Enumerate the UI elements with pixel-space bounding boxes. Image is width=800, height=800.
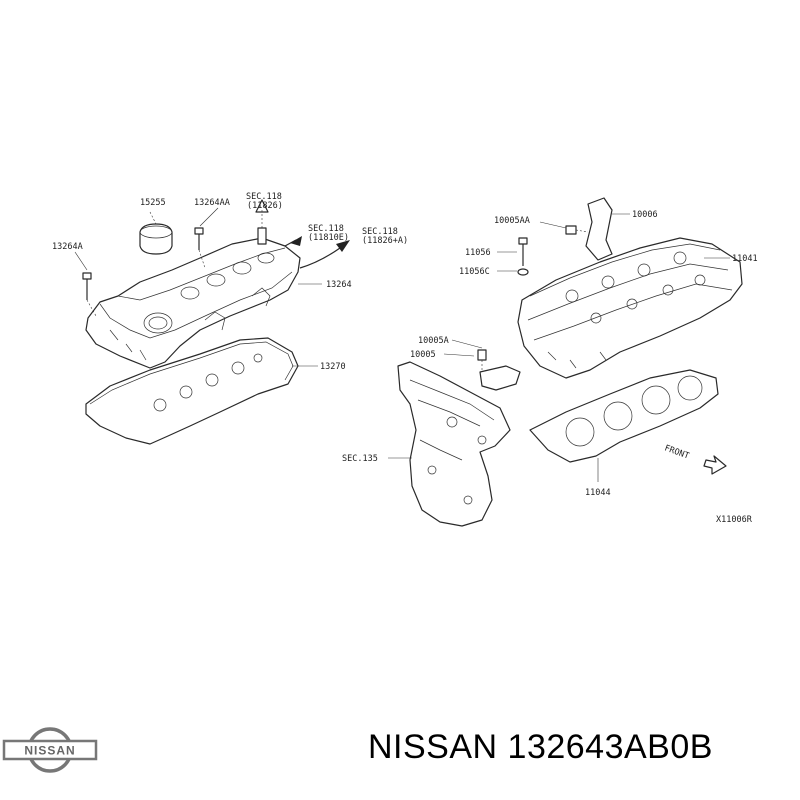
pcv-fitting [255, 199, 269, 245]
front-arrow [703, 455, 727, 475]
callout-10005AA: 10005AA [494, 216, 530, 226]
callout-13264AA: 13264AA [194, 198, 230, 208]
diagram-reference-code: X11006R [716, 515, 753, 525]
callout-sec118-a-line1: SEC.118 [246, 192, 282, 202]
valve-cover [85, 237, 301, 369]
callout-sec135: SEC.135 [342, 454, 378, 464]
callout-13270: 13270 [320, 362, 346, 372]
bolt-13264A [82, 272, 97, 317]
callout-11044: 11044 [585, 488, 611, 498]
logo-text: NISSAN [24, 744, 75, 758]
callout-13264: 13264 [326, 280, 352, 290]
oil-filler-cap [139, 211, 173, 255]
hose-arrows [284, 236, 350, 269]
bolt-13264AA [194, 227, 206, 269]
callout-sec118-b-line1: SEC.118 [308, 224, 344, 234]
callout-11056C: 11056C [459, 267, 490, 277]
timing-case [397, 361, 511, 527]
callout-11056: 11056 [465, 248, 491, 258]
callout-10005: 10005 [410, 350, 436, 360]
rocker-bracket-10006 [565, 197, 613, 261]
callout-sec118-c-line1: SEC.118 [362, 227, 398, 237]
rocker-cover-gasket [85, 337, 299, 445]
callout-13264A: 13264A [52, 242, 83, 252]
part-number-caption: NISSAN 132643AB0B [368, 728, 713, 766]
callout-11041: 11041 [732, 254, 758, 264]
chain-tensioner [477, 349, 521, 391]
nissan-logo: NISSAN [2, 727, 98, 773]
callout-15255: 15255 [140, 198, 166, 208]
bolt-11056 [517, 237, 529, 276]
callout-sec118-b-line2: (11810E) [308, 233, 349, 243]
callout-sec118-a-line2: (11826) [247, 201, 283, 211]
callout-10005A: 10005A [418, 336, 449, 346]
callout-sec118-c-line2: (11826+A) [362, 236, 408, 246]
leader-lines [74, 207, 730, 459]
cylinder-head [517, 237, 743, 379]
callout-front: FRONT [663, 443, 690, 461]
callout-10006: 10006 [632, 210, 658, 220]
head-gasket [529, 369, 719, 482]
